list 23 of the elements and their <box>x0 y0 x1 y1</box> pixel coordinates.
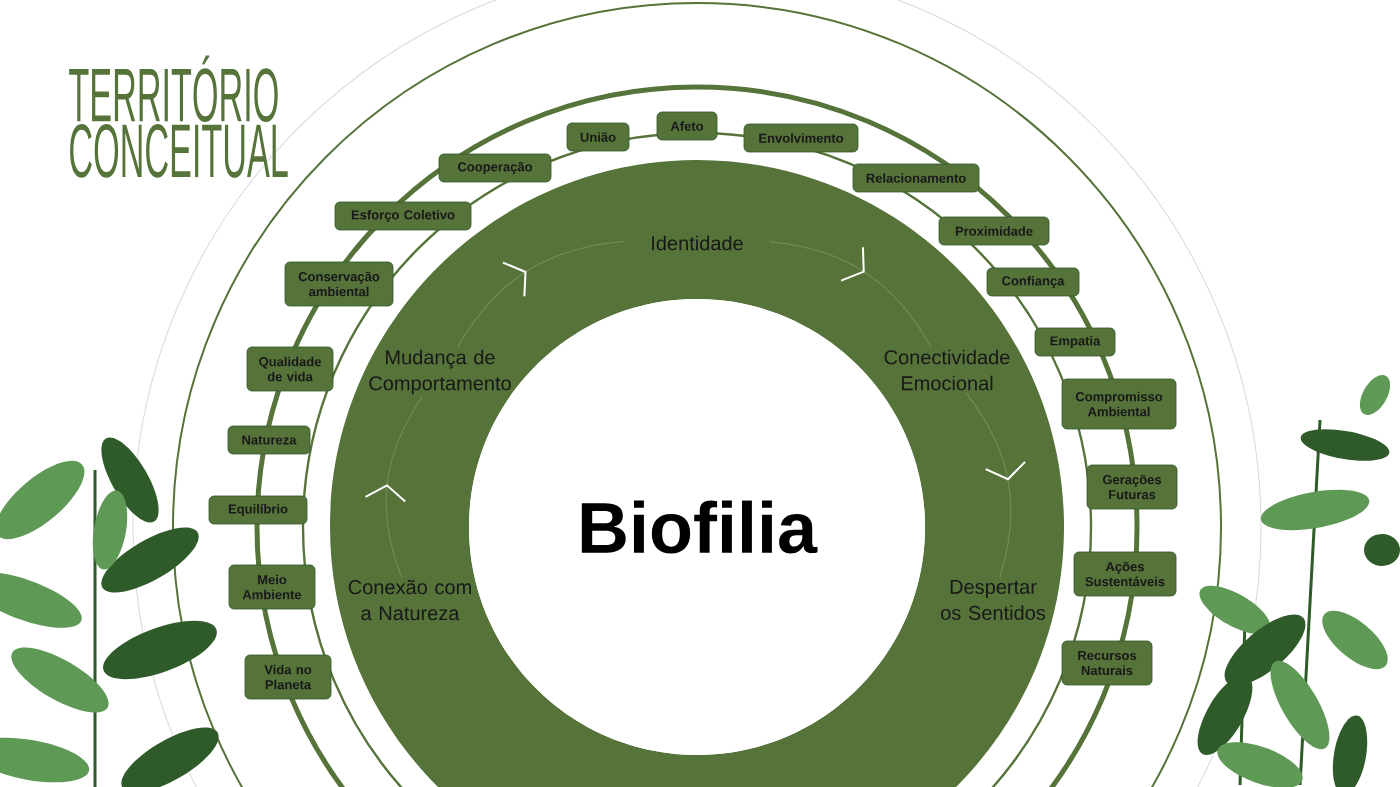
tag-box: Vida no Planeta <box>244 654 332 700</box>
tag-box: Confiança <box>986 267 1080 297</box>
tag-box: Natureza <box>227 425 311 455</box>
tag-box: Equilíbrio <box>208 495 308 525</box>
tag-box: Envolvimento <box>743 123 859 153</box>
ring-label: Identidade <box>652 235 743 251</box>
tag-box: Meio Ambiente <box>228 564 316 610</box>
tag-box: Cooperação <box>438 153 552 183</box>
tag-box: Empatia <box>1034 327 1116 357</box>
title: TERRITÓRIO CONCEITUAL <box>69 55 288 178</box>
tag-box: Proximidade <box>938 216 1050 246</box>
tag-box: Gerações Futuras <box>1086 464 1178 510</box>
tag-box: Relacionamento <box>852 163 980 193</box>
tag-box: Conservação ambiental <box>284 261 394 307</box>
tag-box: Recursos Naturais <box>1061 640 1153 686</box>
ring-label: Despertar os Sentidos <box>941 580 1046 620</box>
tag-box: Esforço Coletivo <box>334 201 472 231</box>
tag-box: Ações Sustentáveis <box>1073 551 1177 597</box>
tag-box: União <box>566 122 630 152</box>
tag-box: Compromisso Ambiental <box>1061 378 1177 430</box>
tag-box: Afeto <box>656 111 718 141</box>
tag-box: Qualidade de vida <box>246 346 334 392</box>
ring-label: Conexão com a Natureza <box>348 579 471 621</box>
